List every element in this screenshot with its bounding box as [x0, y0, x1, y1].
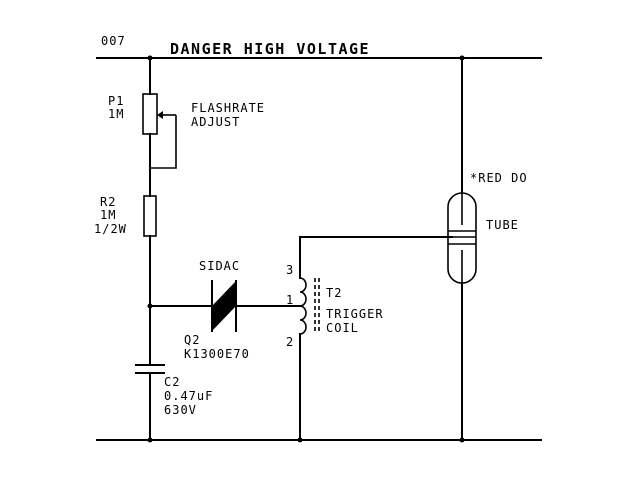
- t2-desc-line2: COIL: [326, 321, 359, 335]
- tube-note: *RED DO: [470, 171, 528, 185]
- p1-ref: P1: [108, 94, 124, 108]
- r2-resistor: [143, 195, 157, 237]
- t2-pin-3: 3: [286, 263, 294, 277]
- t2-ref: T2: [326, 286, 342, 300]
- t2-desc-line1: TRIGGER: [326, 307, 384, 321]
- sidac-label: SIDAC: [199, 259, 240, 273]
- r2-ref: R2: [100, 195, 116, 209]
- c2-voltage: 630V: [164, 403, 197, 417]
- page-number: 007: [101, 34, 126, 48]
- p1-note-line2: ADJUST: [191, 115, 240, 129]
- p1-value: 1M: [108, 107, 124, 121]
- tube-label: TUBE: [486, 218, 519, 232]
- c2-bottom-node-dot: [147, 437, 153, 443]
- sidac-node-dot: [147, 303, 153, 309]
- c2-ref: C2: [164, 375, 180, 389]
- t2-pin-1: 1: [286, 293, 294, 307]
- p1-note-line1: FLASHRATE: [191, 101, 265, 115]
- sidac-ref: Q2: [184, 333, 200, 347]
- p1-potentiometer: [142, 93, 177, 169]
- r2-rating: 1/2W: [94, 222, 127, 236]
- t2-trigger-coil: [299, 236, 320, 441]
- sidac-part: K1300E70: [184, 347, 250, 361]
- t2-pin-2: 2: [286, 335, 294, 349]
- tube-bottom-node-dot: [459, 437, 465, 443]
- c2-capacitor: [135, 364, 165, 374]
- r2-value: 1M: [100, 208, 116, 222]
- tube-top-node-dot: [459, 55, 465, 61]
- c2-value: 0.47uF: [164, 389, 213, 403]
- t2-bottom-node-dot: [297, 437, 303, 443]
- left-top-node-dot: [147, 55, 153, 61]
- diagram-title: DANGER HIGH VOLTAGE: [170, 40, 370, 58]
- flash-tube: [447, 57, 477, 441]
- sidac-component: [149, 280, 301, 332]
